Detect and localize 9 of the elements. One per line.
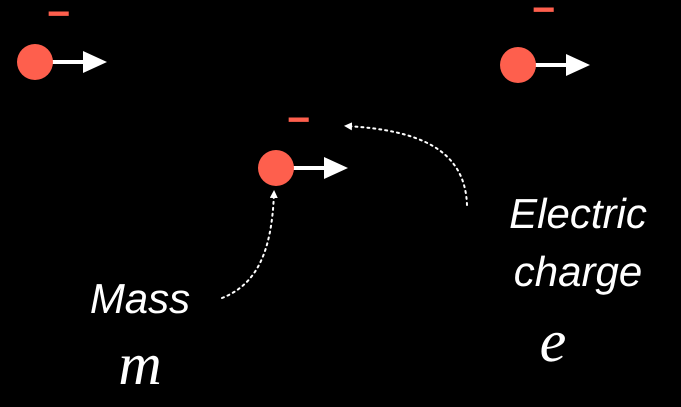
leader-line [344,122,468,206]
symbol-text: m [118,334,162,394]
charge-sign: − [287,100,310,140]
charge-sign: − [47,0,70,34]
symbol-text: e [540,311,566,371]
charge-sign: − [532,0,556,30]
leader-line [221,190,278,299]
callout-text: Electric charge [508,189,648,297]
callout-text: Mass [90,274,190,324]
